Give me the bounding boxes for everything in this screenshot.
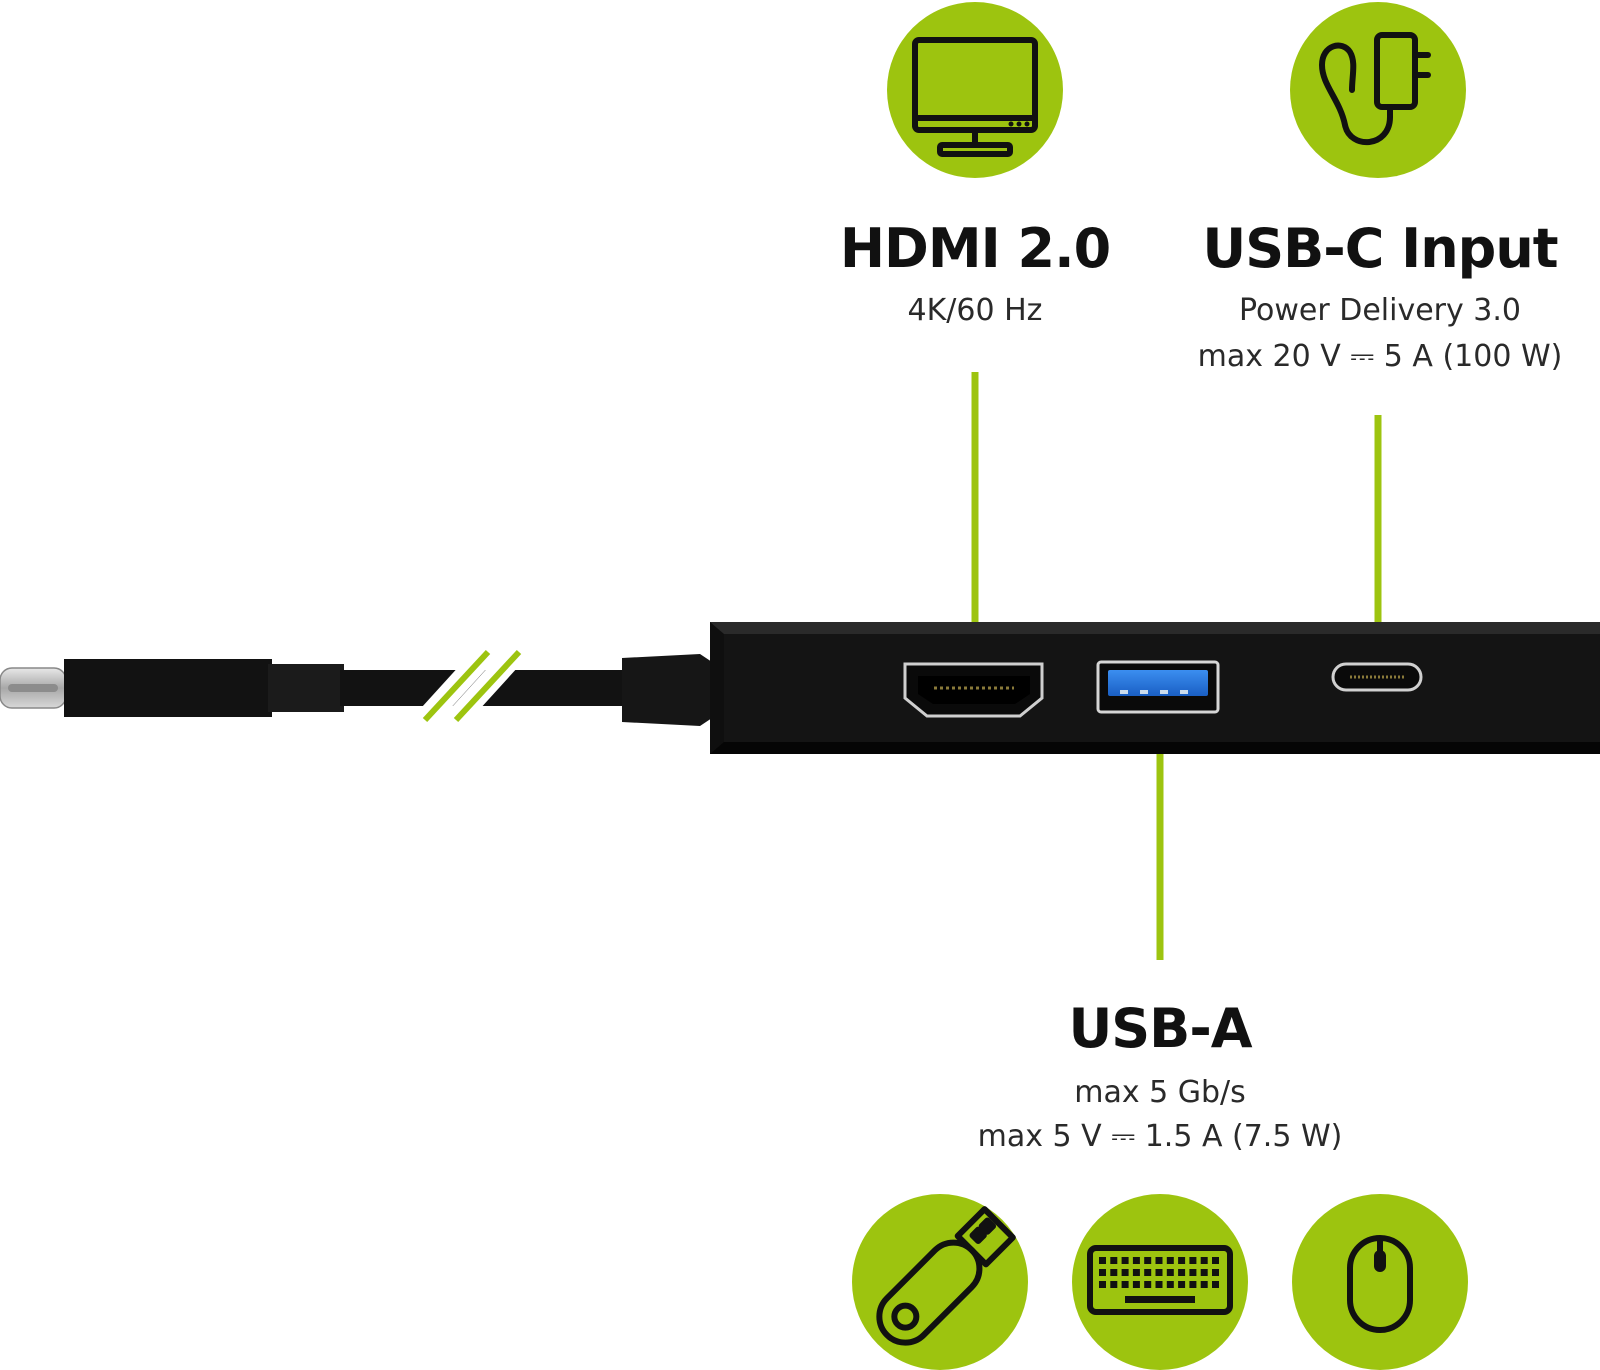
hdmi-spec-resolution: 4K/60 Hz	[907, 293, 1043, 328]
keyboard-icon	[1087, 1245, 1233, 1315]
keyboard-key	[1178, 1269, 1186, 1276]
keyboard-key	[1166, 1269, 1174, 1276]
keyboard-key	[1166, 1257, 1174, 1264]
keyboard-key	[1121, 1269, 1129, 1276]
usb-c-spec-power-delivery: Power Delivery 3.0	[1238, 293, 1521, 328]
keyboard-key	[1099, 1257, 1106, 1264]
keyboard-key	[1178, 1257, 1186, 1264]
keyboard-key	[1132, 1281, 1140, 1288]
keyboard-key	[1110, 1269, 1118, 1276]
keyboard-key	[1212, 1257, 1219, 1264]
keyboard-key	[1110, 1281, 1118, 1288]
usb-a-spec-speed: max 5 Gb/s	[1074, 1075, 1246, 1110]
keyboard-key	[1132, 1269, 1140, 1276]
keyboard-key	[1155, 1257, 1163, 1264]
keyboard-key	[1155, 1269, 1163, 1276]
keyboard-key	[1212, 1281, 1219, 1288]
keyboard-key	[1189, 1269, 1197, 1276]
keyboard-key	[1189, 1281, 1197, 1288]
keyboard-key	[1099, 1281, 1106, 1288]
keyboard-key	[1200, 1257, 1208, 1264]
usb-c-plug	[0, 659, 344, 717]
keyboard-key	[1121, 1257, 1129, 1264]
keyboard-key	[1144, 1281, 1152, 1288]
usb-c-port	[1331, 662, 1423, 692]
hdmi-title: HDMI 2.0	[839, 217, 1111, 280]
keyboard-icon-badge	[1072, 1194, 1248, 1370]
keyboard-key	[1099, 1269, 1106, 1276]
usb-c-icon-badge	[1290, 2, 1466, 178]
mouse-icon	[1347, 1235, 1413, 1333]
keyboard-key	[1166, 1281, 1174, 1288]
usb-a-title: USB-A	[1068, 997, 1252, 1060]
hdmi-port	[903, 662, 1044, 718]
monitor-icon	[912, 37, 1038, 157]
power-adapter-icon	[1319, 32, 1431, 145]
keyboard-key	[1189, 1257, 1197, 1264]
usb-a-port	[1096, 660, 1220, 714]
keyboard-key	[1155, 1281, 1163, 1288]
keyboard-key	[1200, 1269, 1208, 1276]
usb-stick-icon	[876, 1206, 1016, 1346]
keyboard-key	[1212, 1269, 1219, 1276]
usb-c-spec-max-power: max 20 V ⎓ 5 A (100 W)	[1197, 339, 1563, 374]
mouse-icon-badge	[1292, 1194, 1468, 1370]
usb-a-spec-max-power: max 5 V ⎓ 1.5 A (7.5 W)	[977, 1119, 1343, 1154]
keyboard-key	[1121, 1281, 1129, 1288]
usb-c-title: USB-C Input	[1202, 217, 1558, 280]
keyboard-key	[1200, 1281, 1208, 1288]
keyboard-key	[1110, 1257, 1118, 1264]
keyboard-key	[1144, 1257, 1152, 1264]
hdmi-icon-badge	[887, 2, 1063, 178]
cable	[340, 646, 712, 728]
keyboard-key	[1144, 1269, 1152, 1276]
keyboard-key	[1178, 1281, 1186, 1288]
usb-stick-icon-badge	[852, 1194, 1028, 1370]
keyboard-key	[1132, 1257, 1140, 1264]
